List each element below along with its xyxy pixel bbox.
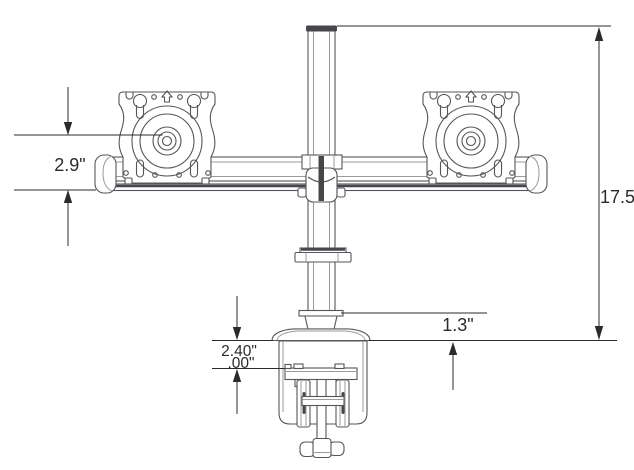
plate-bolt-left: [293, 363, 304, 370]
arrowhead-down: [232, 327, 242, 340]
arrowhead-up: [232, 369, 242, 382]
dim-label-clamp-max: 2.40": [221, 343, 257, 360]
vesa-plate-left: [118, 90, 216, 185]
socket-flange: [298, 309, 344, 317]
collar-ring: [294, 251, 352, 263]
knob-center: [312, 437, 332, 459]
socket-body: [304, 315, 338, 331]
plate-bolt-right: [334, 363, 345, 370]
dimension-clamp-range: 2.40" .00": [212, 296, 285, 414]
hub-tab-left: [297, 187, 307, 198]
base-dome: [271, 328, 371, 342]
arrowhead-up: [448, 342, 458, 355]
arrowhead-down: [594, 326, 604, 340]
end-cap-right: [525, 154, 548, 194]
dim-label-total-height: 17.5": [600, 187, 634, 207]
dome-outline: [271, 328, 371, 342]
clamp-cross-bracket: [301, 395, 345, 407]
dimension-base-height: 1.3": [341, 312, 487, 390]
dim-label-base-height: 1.3": [442, 315, 473, 335]
clamp-screw-shaft: [316, 378, 327, 440]
pole-hub-clamp: [297, 154, 346, 203]
hub-tab-right: [336, 187, 346, 198]
base-socket: [298, 309, 344, 331]
clamp-knob: [299, 437, 345, 459]
dimension-total-height: 17.5": [337, 25, 634, 340]
arrowhead-up: [63, 190, 73, 203]
dimension-vesa-offset: 2.9": [14, 87, 163, 246]
end-cap-right-inner: [529, 155, 540, 192]
dim-label-clamp-min: .00": [227, 355, 254, 372]
pole-top-cap: [306, 25, 337, 32]
end-cap-left-inner: [102, 155, 113, 192]
clamp-top-plate: [284, 367, 358, 381]
arrowhead-down: [63, 122, 73, 135]
dim-label-vesa-offset: 2.9": [54, 155, 85, 175]
end-cap-left: [94, 154, 117, 194]
dome-rim-line: [276, 330, 366, 341]
desk-clamp: [278, 340, 368, 440]
hub-dark-stripe: [318, 156, 324, 201]
arrowhead-up: [594, 27, 604, 41]
pole-collar: [294, 247, 352, 263]
vesa-plate-right: [422, 90, 520, 185]
plate-lip: [284, 363, 292, 370]
